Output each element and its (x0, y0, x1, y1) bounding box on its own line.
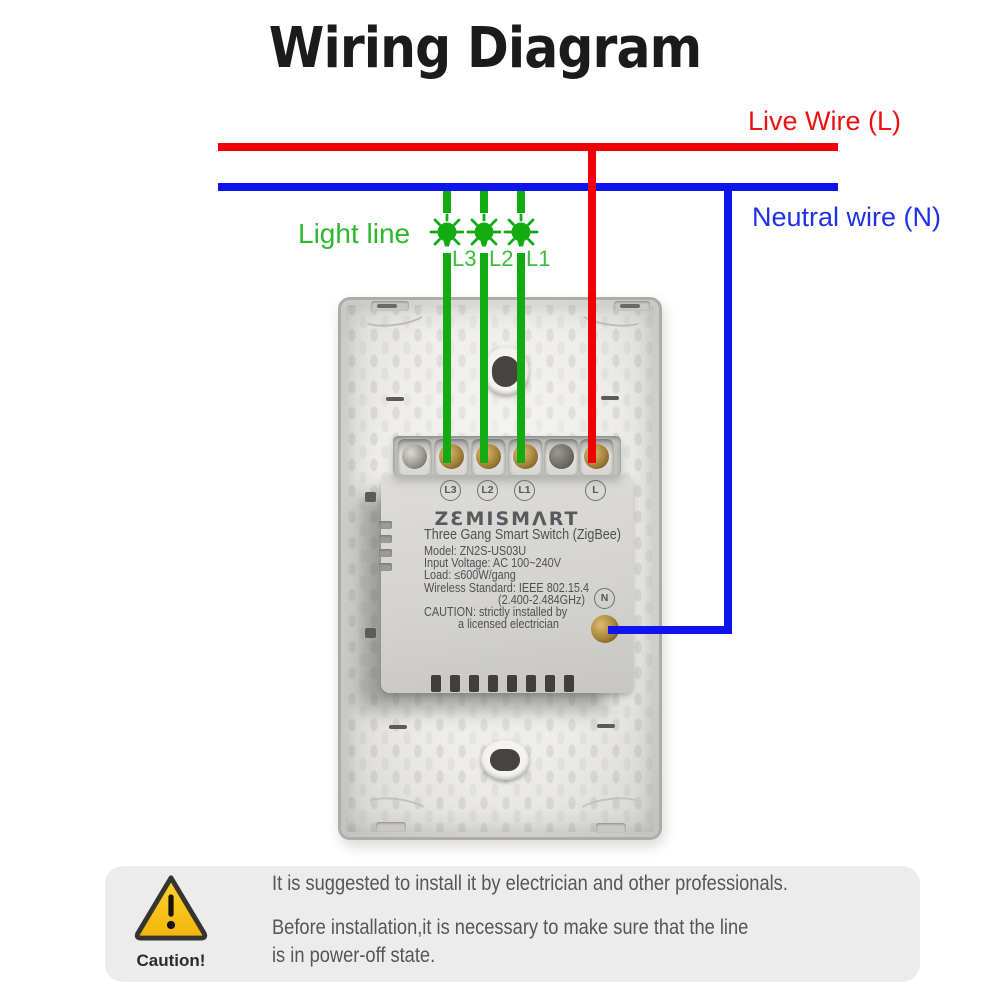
terminal-label-n: N (594, 588, 615, 609)
vent-slot (488, 675, 498, 692)
neutral-wire-drop (724, 183, 732, 634)
lamp-label-l1: L1 (526, 246, 551, 271)
mounting-slot (377, 304, 397, 308)
light-bulb-icon (464, 213, 504, 253)
neutral-wire-to-terminal (608, 626, 732, 634)
wire-hole (492, 356, 519, 387)
live-wire-drop (588, 143, 596, 463)
live-wire-horizontal (218, 143, 838, 151)
dash-mark (597, 724, 615, 728)
spec-voltage: Input Voltage: AC 100~240V (424, 556, 561, 570)
caution-panel: Caution! It is suggested to install it b… (105, 866, 920, 982)
mounting-tab (596, 823, 626, 833)
light-wire-l1 (517, 185, 525, 463)
terminal-socket (544, 438, 579, 476)
switch-module: L3 L2 L1 L ZƐMISMΛRT Three Gang Smart Sw… (379, 475, 633, 693)
dash-mark (386, 397, 404, 401)
vent-slot (450, 675, 460, 692)
terminal-label-l2: L2 (477, 480, 498, 501)
neutral-wire-horizontal (218, 183, 838, 191)
switch-back-plate: L3 L2 L1 L ZƐMISMΛRT Three Gang Smart Sw… (338, 297, 662, 840)
terminal-socket-l3 (434, 438, 469, 476)
page-title: Wiring Diagram (268, 16, 702, 81)
vent-slot (469, 675, 479, 692)
caution-label: Caution! (136, 951, 206, 970)
terminal-socket (397, 438, 432, 476)
spec-product-name: Three Gang Smart Switch (ZigBee) (424, 527, 622, 543)
terminal-socket-l1 (508, 438, 543, 476)
terminal-socket-l2 (471, 438, 506, 476)
vent-slot (379, 521, 392, 529)
caution-note-2-line1: Before installation,it is necessary to m… (272, 916, 749, 939)
light-bulb-icon (427, 213, 467, 253)
terminal-screw (549, 444, 574, 469)
lamp-label-l3: L3 (452, 246, 477, 271)
spec-wireless: Wireless Standard: IEEE 802.15.4 (424, 581, 590, 595)
mounting-slot (620, 304, 640, 308)
neutral-wire-label: Neutral wire (N) (752, 202, 942, 232)
spec-load: Load: ≤600W/gang (424, 568, 516, 582)
terminal-socket-l (579, 438, 614, 476)
light-wire-l3 (443, 185, 451, 463)
warning-triangle-icon (134, 875, 208, 941)
caution-note-1: It is suggested to install it by electri… (272, 872, 788, 895)
vent-slot (507, 675, 517, 692)
spec-caution: CAUTION: strictly installed by (424, 605, 568, 619)
vent-slot (379, 563, 392, 571)
terminal-strip (393, 436, 621, 476)
vent-slot (379, 549, 392, 557)
vent-slot (564, 675, 574, 692)
lamp-label-l2: L2 (489, 246, 514, 271)
spec-model: Model: ZN2S-US03U (424, 544, 527, 558)
vent-slot (545, 675, 555, 692)
dash-mark (389, 725, 407, 729)
side-slot (365, 628, 376, 638)
terminal-label-l: L (585, 480, 606, 501)
vent-slot (431, 675, 441, 692)
light-wire-l2 (480, 185, 488, 463)
mounting-tab (376, 822, 406, 832)
caution-note-2-line2: is in power-off state. (272, 944, 436, 967)
dash-mark (601, 396, 619, 400)
live-wire-label: Live Wire (L) (748, 106, 902, 136)
light-bulb-icon (501, 213, 541, 253)
terminal-screw (402, 444, 427, 469)
vent-slot (526, 675, 536, 692)
brand-logo: ZƐMISMΛRT (434, 508, 580, 530)
spec-frequency: (2.400-2.484GHz) (498, 593, 586, 607)
side-slot (365, 492, 376, 502)
terminal-label-l3: L3 (440, 480, 461, 501)
caution-note-2: Before installation,it is necessary to m… (272, 914, 748, 970)
light-line-label: Light line (298, 218, 411, 249)
vent-slot (379, 535, 392, 543)
wire-hole (490, 749, 520, 771)
terminal-label-l1: L1 (514, 480, 535, 501)
spec-caution-2: a licensed electrician (458, 617, 559, 631)
